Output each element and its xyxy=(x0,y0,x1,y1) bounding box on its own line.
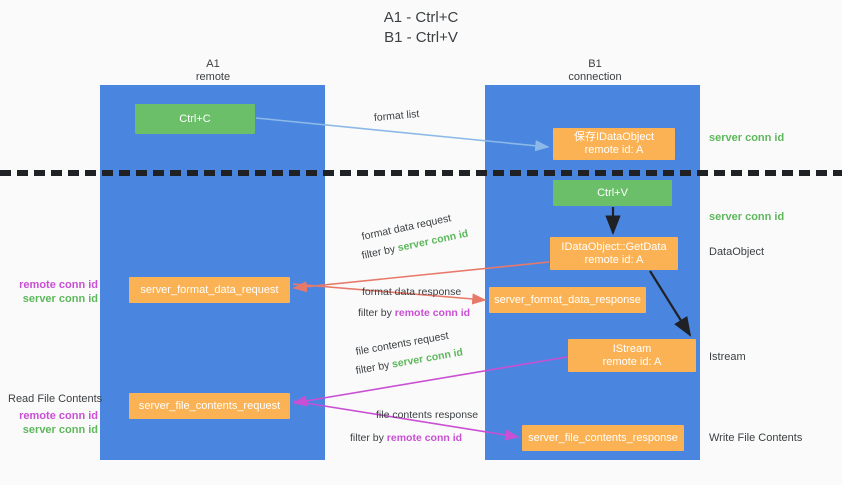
node-server-format-data-request-label: server_format_data_request xyxy=(140,283,279,296)
annotation-format-data-response-line1: format data response xyxy=(362,286,462,298)
node-idataobject-getdata[interactable]: IDataObject::GetData remote id: A xyxy=(550,237,678,270)
annotation-file-contents-response-highlight: remote conn id xyxy=(386,432,463,444)
node-ctrl-c[interactable]: Ctrl+C xyxy=(135,104,255,134)
annotation-format-list: format list xyxy=(373,107,420,126)
label-group-left-middle: remote conn id server conn id xyxy=(8,278,98,306)
node-istream-subtitle: remote id: A xyxy=(602,355,662,368)
node-server-file-contents-request[interactable]: server_file_contents_request xyxy=(129,393,290,419)
node-getdata-title: IDataObject::GetData xyxy=(561,240,667,253)
annotation-file-contents-response-prefix: filter by xyxy=(350,432,387,444)
node-ctrl-c-label: Ctrl+C xyxy=(179,112,211,125)
annotation-file-contents-request-prefix: filter by xyxy=(354,358,394,377)
annotation-format-data-response-line2: filter by remote conn id xyxy=(358,306,470,321)
annotation-file-contents-response-line1: file contents response xyxy=(376,409,479,421)
node-server-format-data-response-label: server_format_data_response xyxy=(494,293,641,306)
node-istream-title: IStream xyxy=(612,342,652,355)
annotation-format-data-response-highlight: remote conn id xyxy=(394,307,471,319)
node-server-file-contents-request-label: server_file_contents_request xyxy=(138,399,281,412)
lane-b1-sub: connection xyxy=(568,71,622,83)
label-server-conn-id-middle: server conn id xyxy=(22,293,98,305)
label-istream: Istream xyxy=(709,351,746,363)
label-server-conn-id-mid: server conn id xyxy=(709,211,785,223)
node-ctrl-v[interactable]: Ctrl+V xyxy=(553,180,672,206)
annotation-format-data-response: format data response filter by remote co… xyxy=(358,285,470,321)
annotation-format-data-response-prefix: filter by xyxy=(358,307,395,319)
phase-divider xyxy=(0,170,842,176)
node-getdata-subtitle: remote id: A xyxy=(584,253,644,266)
annotation-format-data-request-prefix: filter by xyxy=(360,242,400,262)
title-line-1: A1 - Ctrl+C xyxy=(383,9,459,26)
lane-a1-name: A1 xyxy=(206,58,220,70)
node-server-file-contents-response-label: server_file_contents_response xyxy=(528,431,678,444)
node-ctrl-v-label: Ctrl+V xyxy=(597,186,628,199)
node-istream[interactable]: IStream remote id: A xyxy=(568,339,696,372)
lane-header-a1: A1 remote xyxy=(128,58,298,84)
lane-a1-sub: remote xyxy=(195,71,231,83)
label-dataobject: DataObject xyxy=(709,246,765,258)
title-line-2: B1 - Ctrl+V xyxy=(384,29,458,46)
label-write-file-contents: Write File Contents xyxy=(709,432,803,444)
annotation-format-list-line1: format list xyxy=(373,108,420,124)
page-title: A1 - Ctrl+C B1 - Ctrl+V xyxy=(0,8,842,48)
label-read-file-contents: Read File Contents xyxy=(8,393,103,405)
label-remote-conn-id-bottom: remote conn id xyxy=(19,410,98,422)
node-server-file-contents-response[interactable]: server_file_contents_response xyxy=(522,425,684,451)
lane-b1-name: B1 xyxy=(588,58,602,70)
label-remote-conn-id-middle: remote conn id xyxy=(19,279,98,291)
node-idataobject-title: 保存IDataObject xyxy=(573,131,655,143)
annotation-file-contents-response-line2: filter by remote conn id xyxy=(350,431,478,446)
node-idataobject[interactable]: 保存IDataObject remote id: A xyxy=(553,128,675,160)
lane-header-b1: B1 connection xyxy=(510,58,680,84)
node-idataobject-subtitle: remote id: A xyxy=(584,144,644,156)
label-server-conn-id-top: server conn id xyxy=(709,132,785,144)
node-server-format-data-response[interactable]: server_format_data_response xyxy=(489,287,646,313)
node-server-format-data-request[interactable]: server_format_data_request xyxy=(129,277,290,303)
annotation-file-contents-response: file contents response filter by remote … xyxy=(350,408,478,446)
annotation-file-contents-request: file contents request filter by server c… xyxy=(354,330,465,379)
label-server-conn-id-bottom: server conn id xyxy=(22,424,98,436)
annotation-format-data-request: format data request filter by server con… xyxy=(360,212,471,264)
label-group-left-bottom: Read File Contents remote conn id server… xyxy=(8,392,103,437)
